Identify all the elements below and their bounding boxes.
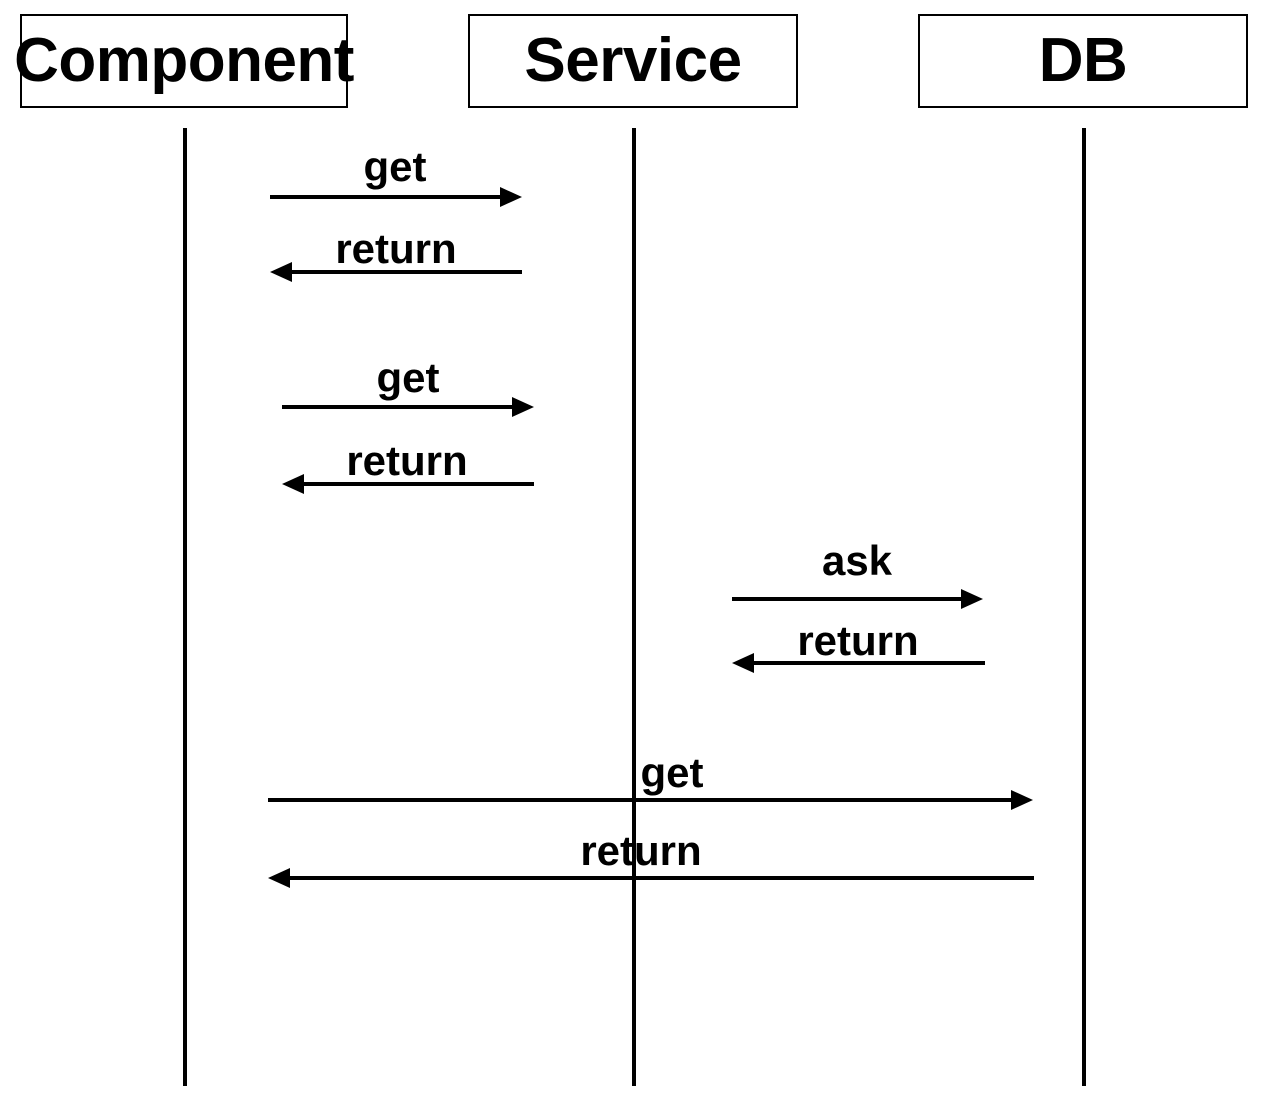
arrowhead-left-1 [270, 262, 292, 282]
participant-label-db: DB [1038, 26, 1128, 95]
message-line-get-6 [268, 798, 1013, 802]
message-line-get-2 [282, 405, 514, 409]
message-label-return-7: return [580, 827, 702, 874]
participant-box-component[interactable]: Component [14, 14, 354, 108]
message-label-get-6: get [640, 749, 704, 796]
message-label-return-5: return [797, 617, 919, 664]
lifeline-service [632, 128, 636, 1086]
participant-label-service: Service [524, 26, 742, 95]
message-line-return-7 [290, 876, 1034, 880]
message-label-ask-4: ask [821, 537, 893, 584]
arrowhead-right-0 [500, 187, 522, 207]
arrowhead-left-7 [268, 868, 290, 888]
lifeline-component [183, 128, 187, 1086]
participant-box-db[interactable]: DB [918, 14, 1248, 108]
message-line-ask-4 [732, 597, 963, 601]
message-line-return-5 [754, 661, 985, 665]
arrowhead-right-4 [961, 589, 983, 609]
message-label-return-1: return [335, 225, 457, 272]
message-label-get-0: get [363, 143, 427, 190]
arrowhead-right-2 [512, 397, 534, 417]
message-label-return-3: return [346, 437, 468, 484]
participant-label-component: Component [14, 26, 354, 95]
message-label-get-2: get [376, 354, 440, 401]
message-line-return-3 [304, 482, 534, 486]
participant-box-service[interactable]: Service [468, 14, 798, 108]
arrowhead-right-6 [1011, 790, 1033, 810]
message-line-get-0 [270, 195, 502, 199]
arrowhead-left-3 [282, 474, 304, 494]
arrowhead-left-5 [732, 653, 754, 673]
message-line-return-1 [292, 270, 522, 274]
lifeline-db [1082, 128, 1086, 1086]
